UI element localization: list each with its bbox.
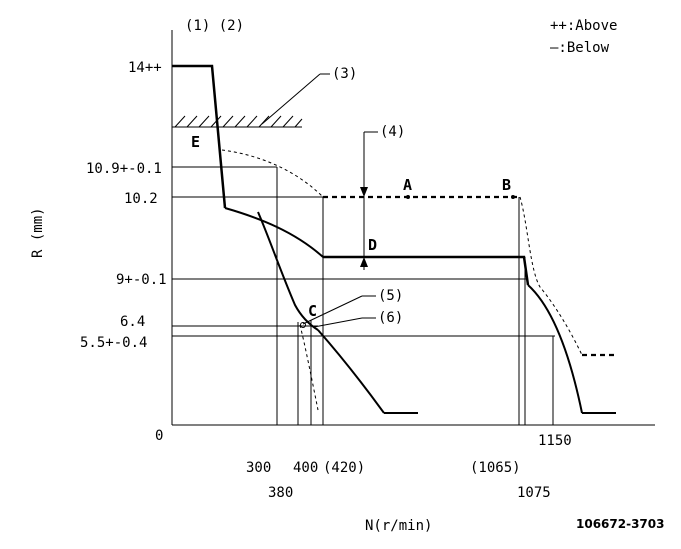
callout-5-leader: [302, 295, 363, 325]
point-E: E: [191, 133, 200, 151]
y-tick-14: 14++: [128, 60, 162, 76]
point-B: B: [502, 176, 511, 194]
curve-ids: (1) (2): [185, 18, 244, 34]
y-tick-0: 0: [155, 428, 163, 444]
cutoff-curve: [527, 284, 583, 414]
y-tick-10-2: 10.2: [124, 191, 158, 207]
dashed-cutoff-curve: [519, 196, 583, 356]
callout-4: (4): [380, 124, 405, 140]
rated-curve: [323, 255, 530, 286]
point-B-dot: [511, 195, 515, 199]
y-tick-9: 9+-0.1: [116, 272, 167, 288]
callout-3-leader: [261, 73, 321, 125]
callout-5: (5): [378, 288, 403, 304]
legend-below: —:Below: [550, 40, 610, 56]
y-tick-6-4: 6.4: [120, 314, 145, 330]
point-D: D: [368, 236, 377, 254]
dashed-idle-curve: [299, 324, 319, 411]
x-tick-1075: 1075: [517, 485, 551, 501]
idle-curve-lower: [317, 329, 385, 414]
x-tick-300: 300: [246, 460, 271, 476]
figure-code: 106672-3703: [576, 517, 664, 531]
x-tick-1150: 1150: [538, 433, 572, 449]
point-A-dot: [406, 195, 410, 199]
x-tick-400: 400: [293, 460, 318, 476]
y-tick-5-5: 5.5+-0.4: [80, 335, 147, 351]
x-tick-380: 380: [268, 485, 293, 501]
x-tick-1065: (1065): [470, 460, 521, 476]
full-load-curve: [172, 64, 227, 209]
dim-4-arrow-down: [360, 187, 368, 197]
callout-6: (6): [378, 310, 403, 326]
y-tick-10-9: 10.9+-0.1: [86, 161, 162, 177]
stopper-hatch: [174, 115, 303, 128]
point-C-mark: [300, 322, 306, 328]
callout-3: (3): [332, 66, 357, 82]
dashed-upper-curve: [221, 149, 323, 197]
point-A: A: [403, 176, 412, 194]
y-axis-label: R (mm): [30, 207, 46, 258]
idle-curve-upper: [257, 211, 319, 331]
legend-above: ++:Above: [550, 18, 617, 34]
torque-curve: [224, 207, 324, 258]
dim-4-arrow-up: [360, 257, 368, 267]
callout-6-leader: [313, 317, 363, 328]
x-tick-420: (420): [323, 460, 365, 476]
point-C: C: [308, 302, 317, 320]
x-axis-label: N(r/min): [365, 518, 432, 534]
